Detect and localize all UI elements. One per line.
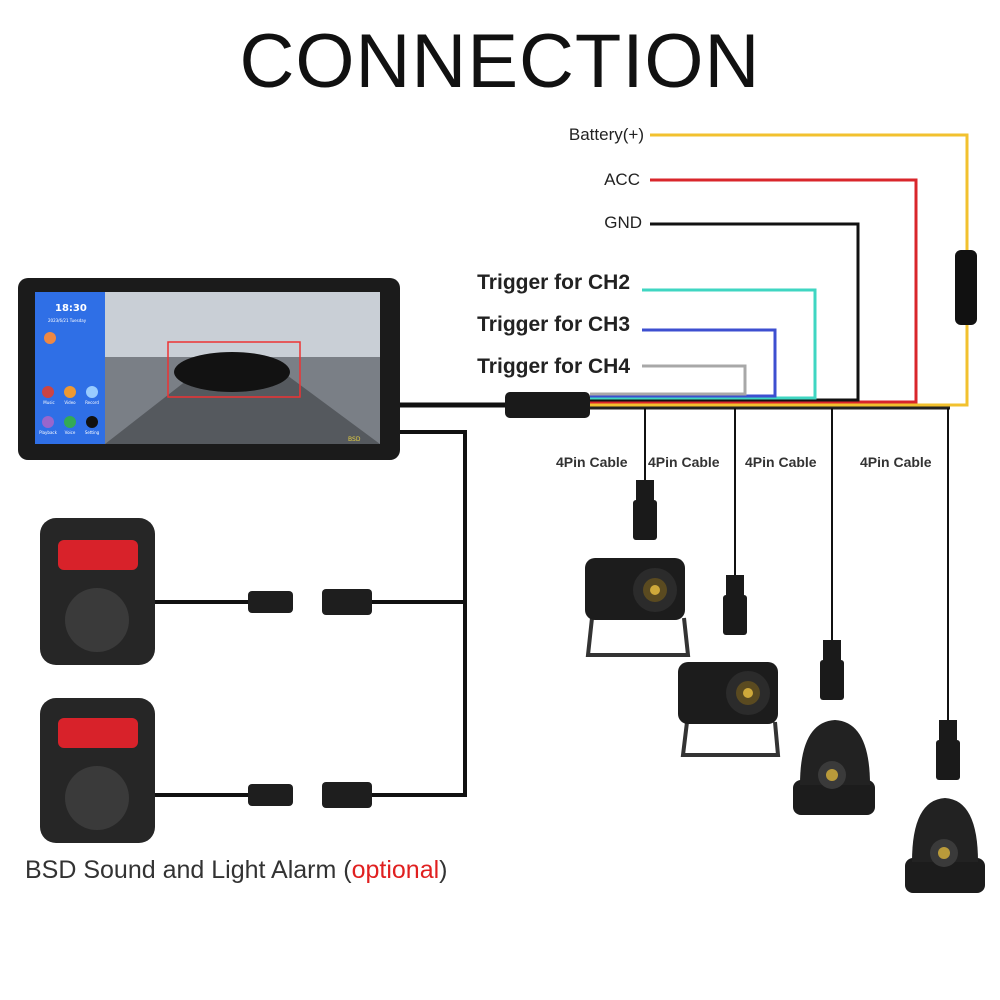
harness-connector (505, 392, 590, 418)
app-record[interactable]: Record (85, 400, 99, 405)
dome-camera-1 (793, 720, 875, 815)
gnd-wire (590, 222, 860, 402)
cable-label-3: 4Pin Cable (745, 454, 817, 470)
fuse-holder (955, 250, 977, 325)
acc-label: ACC (604, 170, 640, 189)
ch3-trigger-label: Trigger for CH3 (477, 313, 630, 336)
acc-wire (590, 178, 918, 404)
monitor-status: BSD (348, 436, 361, 443)
gnd-label: GND (604, 213, 642, 232)
monitor-date: 2023/6/21 Tuesday (48, 318, 87, 323)
dome-camera-2 (905, 798, 985, 893)
app-music[interactable]: Music (43, 400, 55, 405)
app-voice[interactable]: Voice (64, 430, 76, 435)
camera-connectors (633, 480, 960, 780)
ch3-trigger-wire (590, 328, 777, 398)
caption-main: BSD Sound and Light Alarm (25, 856, 337, 884)
alarm-caption: BSD Sound and Light Alarm (optional) (25, 856, 448, 885)
alarm-trunk-cable (370, 430, 467, 797)
box-camera-2 (678, 662, 781, 757)
ch2-trigger-wire (590, 288, 817, 400)
app-video[interactable]: Video (64, 400, 76, 405)
app-setting[interactable]: Setting (84, 430, 100, 435)
box-camera-1 (585, 558, 691, 657)
alarm-connectors (248, 589, 372, 808)
caption-paren-close: ) (439, 856, 448, 884)
caption-paren-open: ( (336, 856, 352, 884)
monitor-time: 18:30 (55, 303, 87, 314)
cable-label-4: 4Pin Cable (860, 454, 932, 470)
cable-label-1: 4Pin Cable (556, 454, 628, 470)
caption-optional: optional (351, 856, 440, 884)
diagram-title: CONNECTION (239, 19, 761, 104)
bsd-alarm-1 (40, 518, 155, 665)
monitor (18, 278, 400, 460)
app-playback[interactable]: Playback (39, 430, 57, 435)
detection-box (167, 341, 301, 398)
battery-label: Battery(+) (568, 125, 644, 144)
ch4-trigger-label: Trigger for CH4 (477, 355, 630, 378)
cable-label-2: 4Pin Cable (648, 454, 720, 470)
ch2-trigger-label: Trigger for CH2 (477, 271, 630, 294)
bsd-alarm-2 (40, 698, 155, 843)
ch4-trigger-wire (590, 364, 747, 396)
